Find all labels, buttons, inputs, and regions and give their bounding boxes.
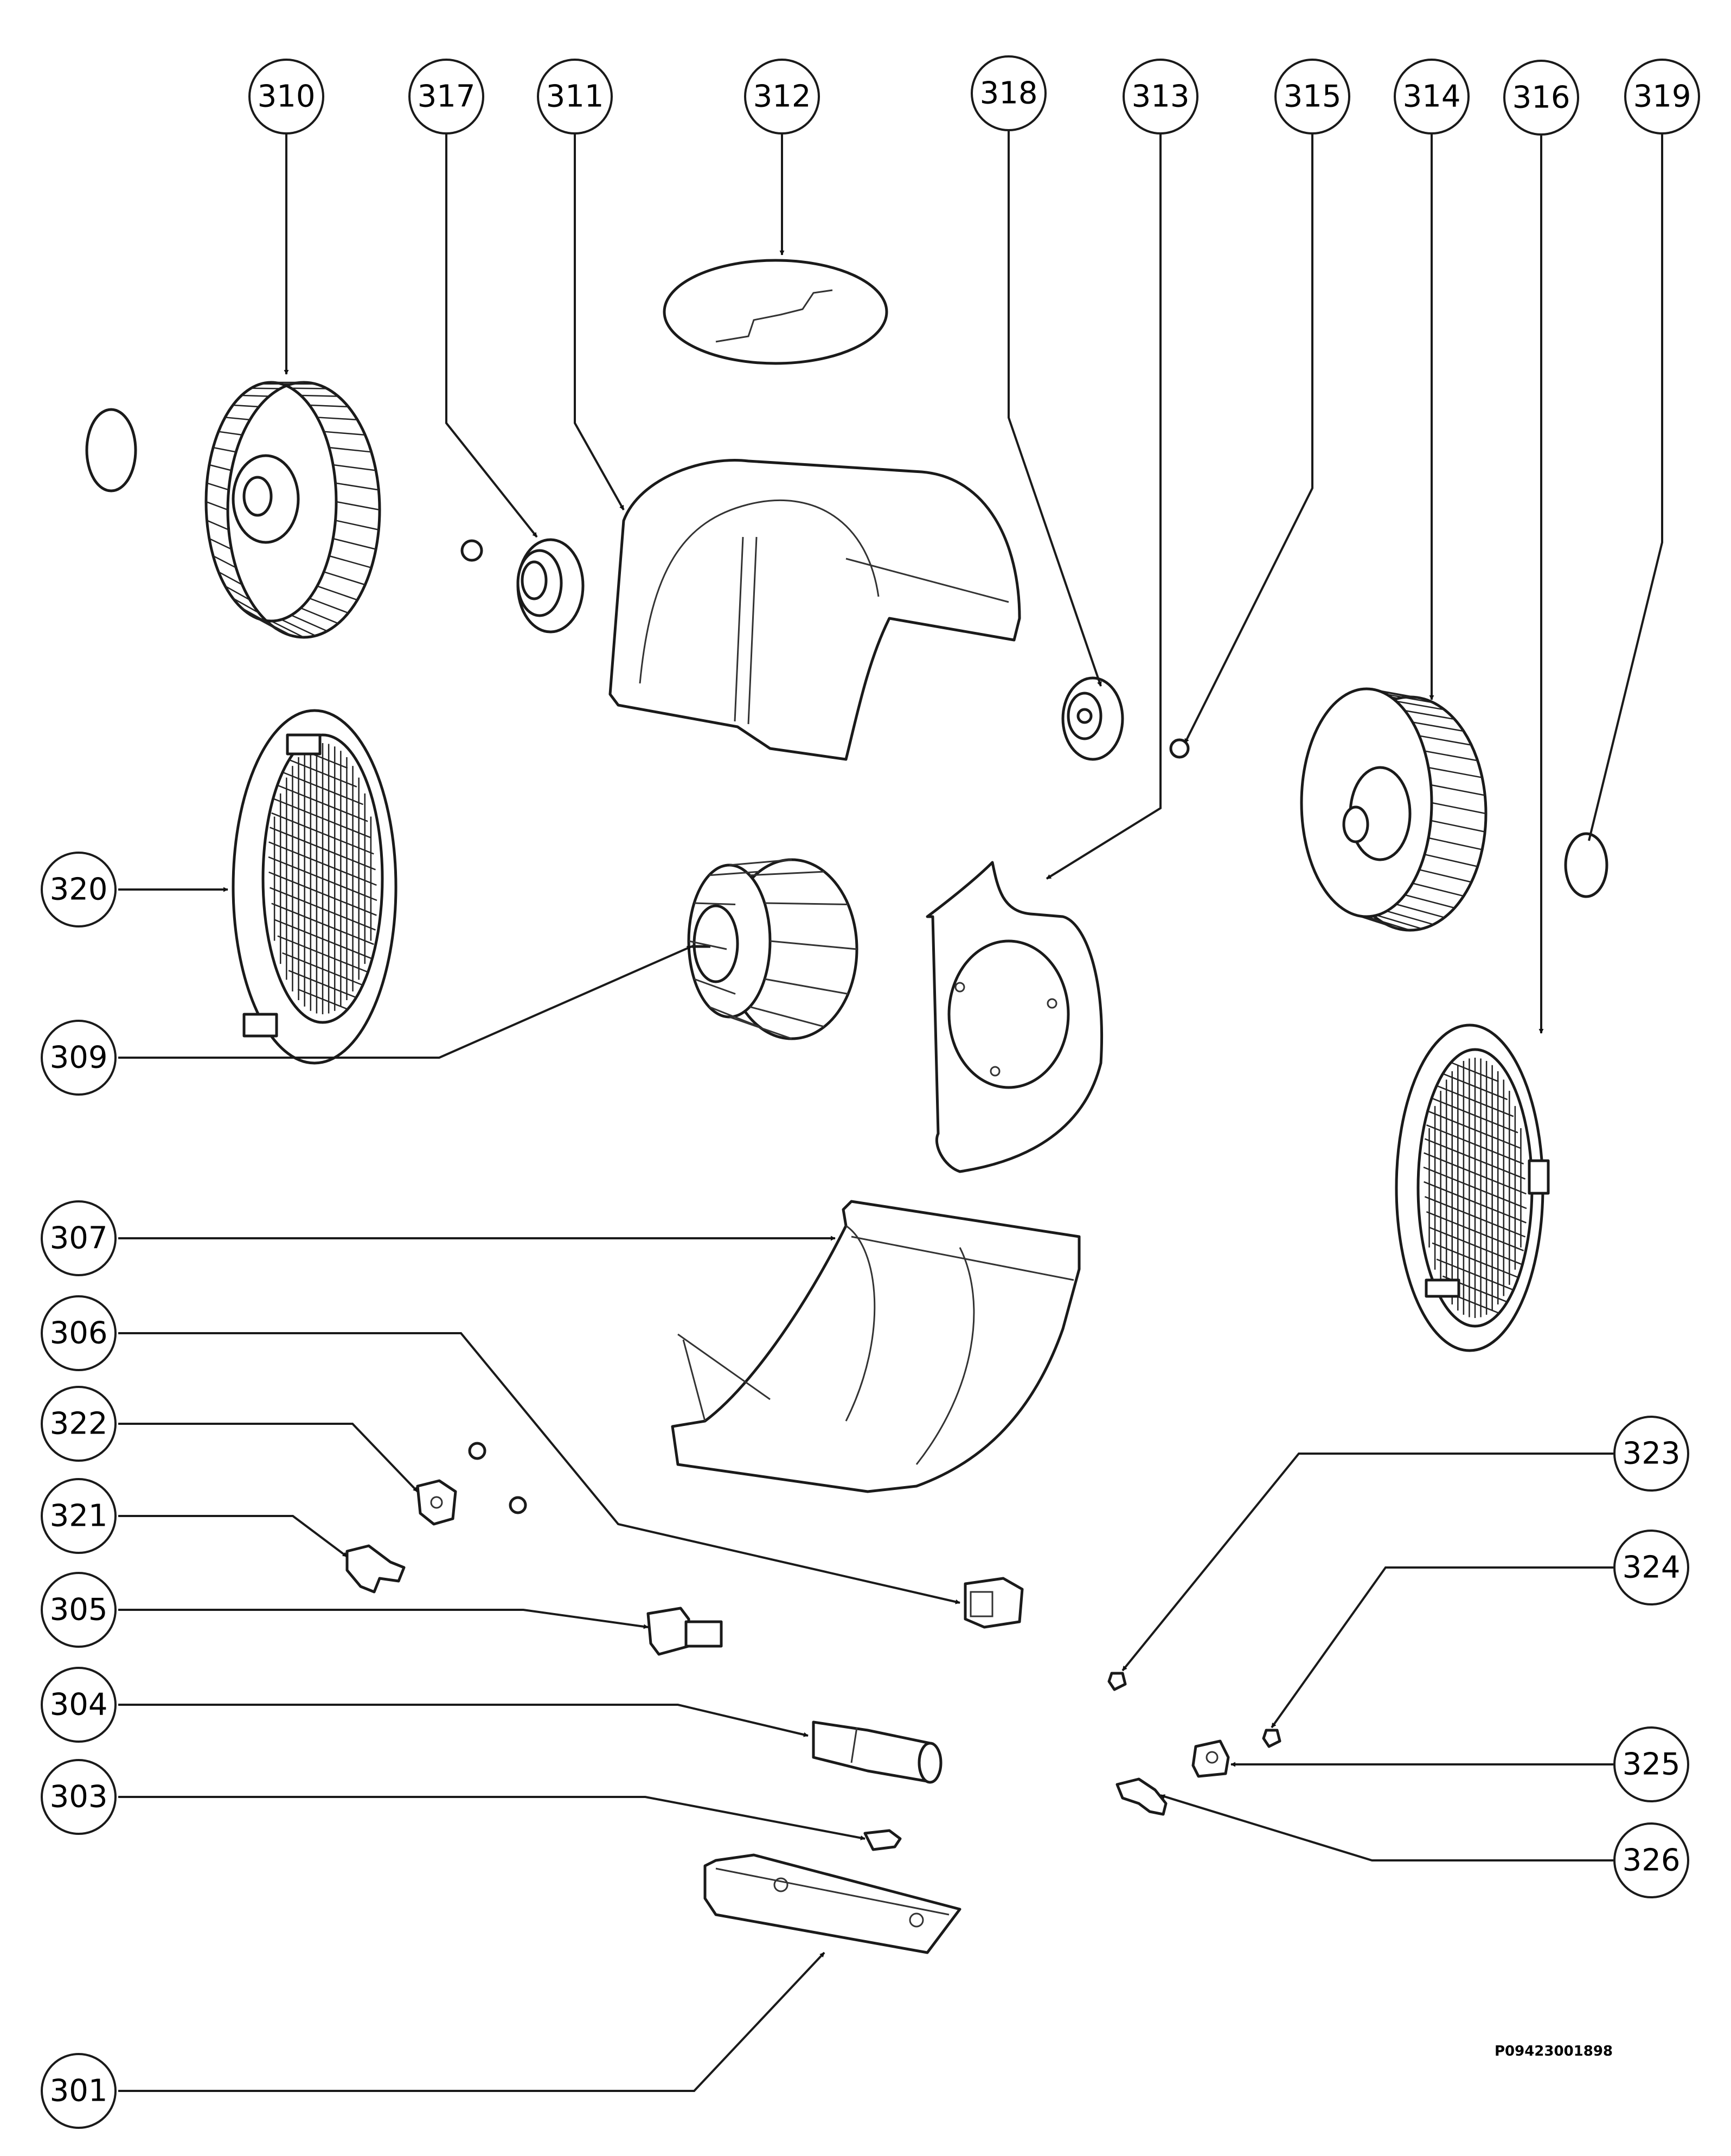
terminal-connector (964, 1577, 1024, 1629)
callout-310: 310 (248, 59, 324, 135)
callout-326: 326 (1613, 1822, 1689, 1898)
leader-lines (118, 131, 1663, 2092)
callout-316-label: 316 (1512, 80, 1570, 116)
callout-310-label: 310 (258, 79, 316, 114)
callout-322-label: 322 (50, 1406, 108, 1442)
callout-312: 312 (744, 59, 820, 135)
callout-313-label: 313 (1132, 79, 1190, 114)
callout-319: 319 (1624, 59, 1700, 135)
callout-318: 318 (971, 55, 1047, 131)
metal-tab (863, 1829, 902, 1851)
motor-bushing (516, 538, 585, 634)
callout-314: 314 (1394, 59, 1470, 135)
callout-320: 320 (41, 852, 117, 927)
scroll-housing (608, 459, 1021, 761)
callout-317-label: 317 (418, 79, 476, 114)
callout-318-label: 318 (980, 76, 1038, 111)
wheel-hub (1061, 676, 1124, 761)
clip-ring-right (1564, 832, 1608, 898)
cable-clip-right (1115, 1777, 1168, 1816)
fan-motor (687, 858, 858, 1040)
cable-bracket-upper (416, 1479, 457, 1526)
callout-311: 311 (537, 59, 613, 135)
callout-325: 325 (1613, 1726, 1689, 1802)
callout-314-label: 314 (1403, 79, 1461, 114)
callout-303-label: 303 (50, 1780, 108, 1815)
callout-317: 317 (408, 59, 484, 135)
callout-301: 301 (41, 2053, 117, 2129)
cable-clip-left (345, 1544, 406, 1594)
callout-321: 321 (41, 1478, 117, 1554)
nut-small-right (1169, 738, 1190, 759)
clip-ring-left (85, 408, 137, 492)
callout-309: 309 (41, 1020, 117, 1096)
cable-bracket-right (1191, 1739, 1230, 1778)
screw-323 (1107, 1672, 1127, 1691)
lower-housing (671, 1200, 1081, 1493)
callout-315: 315 (1274, 59, 1350, 135)
callout-326-label: 326 (1623, 1843, 1681, 1878)
callout-320-label: 320 (50, 872, 108, 907)
callout-323: 323 (1613, 1416, 1689, 1492)
screw-b (509, 1496, 527, 1514)
callout-304: 304 (41, 1667, 117, 1743)
mounting-plate (926, 861, 1104, 1173)
inlet-grille-left (232, 709, 398, 1065)
rocker-switch (646, 1607, 723, 1656)
callout-306: 306 (41, 1295, 117, 1371)
callout-311-label: 311 (546, 79, 604, 114)
callout-307: 307 (41, 1200, 117, 1276)
label-sticker (663, 259, 888, 365)
callout-309-label: 309 (50, 1040, 108, 1076)
callout-325-label: 325 (1623, 1747, 1681, 1782)
blower-wheel-left (204, 381, 381, 639)
callout-303: 303 (41, 1759, 117, 1835)
callout-324: 324 (1613, 1530, 1689, 1605)
callout-323-label: 323 (1623, 1436, 1681, 1472)
callout-321-label: 321 (50, 1499, 108, 1534)
inlet-grille-right (1395, 1023, 1550, 1352)
callout-307-label: 307 (50, 1221, 108, 1256)
screw-324 (1262, 1729, 1281, 1748)
callout-301-label: 301 (50, 2074, 108, 2109)
capacitor (812, 1720, 943, 1784)
bottom-cover-plate (703, 1853, 961, 1954)
document-code: P09423001898 (1495, 2043, 1613, 2059)
callout-312-label: 312 (753, 79, 811, 114)
callout-315-label: 315 (1284, 79, 1342, 114)
nut-small-left (460, 539, 483, 562)
callout-319-label: 319 (1633, 79, 1691, 114)
callout-305: 305 (41, 1572, 117, 1648)
callout-322: 322 (41, 1386, 117, 1462)
callout-313: 313 (1123, 59, 1198, 135)
callout-305-label: 305 (50, 1592, 108, 1628)
callout-306-label: 306 (50, 1316, 108, 1351)
callout-324-label: 324 (1623, 1550, 1681, 1585)
callout-316: 316 (1503, 60, 1579, 136)
screw-a (468, 1442, 486, 1460)
callout-304-label: 304 (50, 1687, 108, 1723)
blower-wheel-right (1300, 687, 1488, 932)
